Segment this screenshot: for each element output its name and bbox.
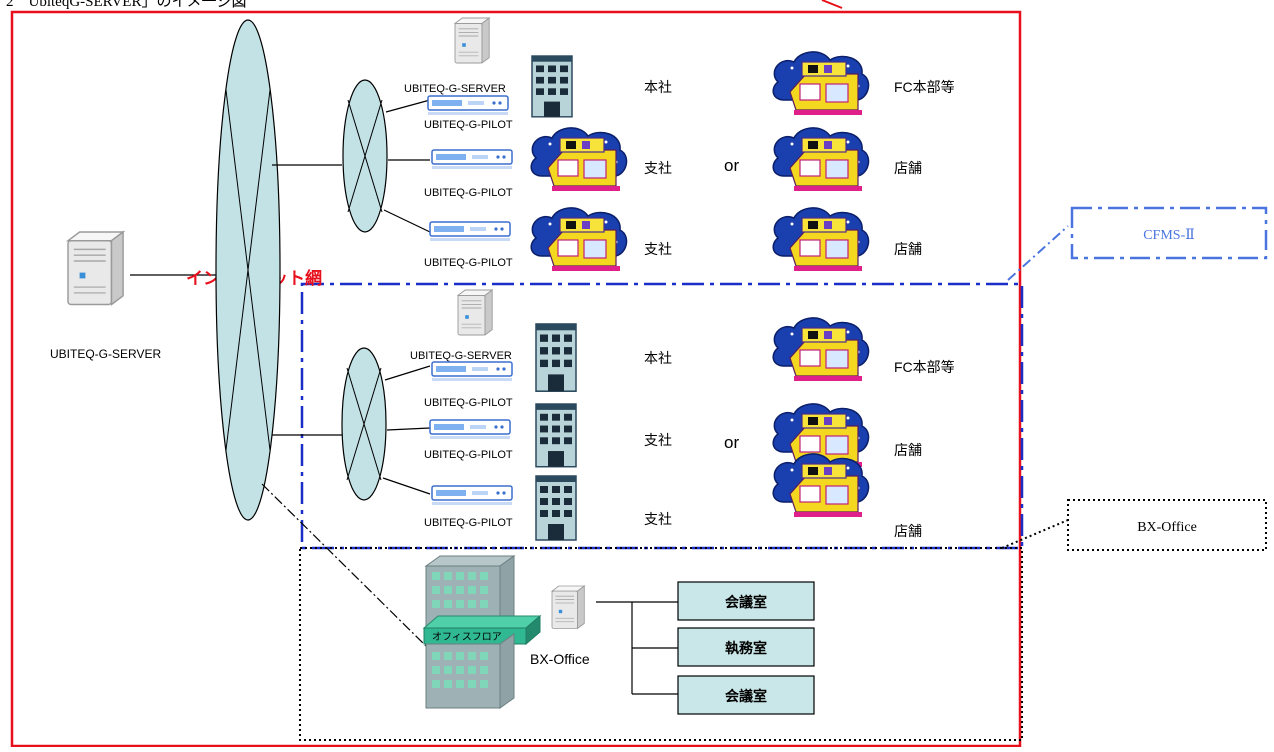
bx-office-server-label: BX-Office (530, 651, 590, 667)
cfms-callout-leader (1007, 225, 1069, 281)
lower-pilot-label-2: UBITEQ-G-PILOT (424, 449, 513, 461)
lower-store-label-2: 店舗 (894, 442, 922, 458)
lower-hq-building-icon (535, 323, 577, 392)
upper-site-label-2: 支社 (644, 160, 672, 176)
upper-pilot-label-3: UBITEQ-G-PILOT (424, 257, 513, 269)
lower-pilot-label-1: UBITEQ-G-PILOT (424, 397, 513, 409)
lower-store-label-3: 店舗 (894, 523, 922, 539)
top-caption: 2 UbiteqG-SERVER」のイメ一ジ図 (6, 0, 246, 10)
upper-store-label-2: 店舗 (894, 160, 922, 176)
upper-pilot-icon-3 (429, 221, 511, 242)
lower-store-label-1: FC本部等 (894, 359, 955, 375)
caption-arrow-tail (821, 0, 843, 9)
lower-pilot-icon-2 (429, 419, 511, 440)
lower-server-label: UBITEQ-G-SERVER (410, 350, 512, 362)
lower-or-label: or (724, 433, 739, 452)
upper-branch-store-icon-2 (530, 207, 628, 272)
upper-local-cloud (342, 79, 388, 233)
room-label-2: 執務室 (725, 640, 767, 656)
upper-store-label-1: FC本部等 (894, 79, 955, 95)
lower-store-icon-3 (772, 453, 870, 518)
room-box-2: 執務室 (677, 627, 815, 667)
upper-store-icon-3 (772, 207, 870, 272)
cfms-callout-label: CFMS-Ⅱ (1143, 228, 1195, 243)
upper-pilot-label-1: UBITEQ-G-PILOT (424, 119, 513, 131)
upper-server-label: UBITEQ-G-SERVER (404, 83, 506, 95)
upper-site-label-1: 本社 (644, 79, 672, 95)
lower-site-label-1: 本社 (644, 350, 672, 366)
room-label-3: 会議室 (725, 688, 767, 704)
upper-pilot-icon-1 (427, 95, 509, 116)
link-internet-office (261, 483, 429, 649)
upper-branch-store-icon-1 (530, 127, 628, 192)
lower-pilot-label-3: UBITEQ-G-PILOT (424, 517, 513, 529)
room-box-1: 会議室 (677, 581, 815, 621)
internet-cloud (215, 19, 281, 521)
central-server-label: UBITEQ-G-SERVER (50, 347, 161, 361)
system-frame (10, 10, 1022, 748)
room-box-3: 会議室 (677, 675, 815, 715)
lower-pilot-icon-3 (431, 485, 513, 506)
lower-branch-building-icon-2 (535, 475, 577, 541)
upper-hq-building-icon (531, 55, 573, 118)
room-label-1: 会議室 (725, 594, 767, 610)
lower-branch-building-icon-1 (535, 403, 577, 468)
cfms-callout-box (1070, 206, 1268, 260)
lower-pilot-icon-1 (431, 361, 513, 382)
bx-office-region (299, 547, 1023, 741)
lower-store-icon-1 (772, 317, 870, 382)
bx-callout-label: BX-Office (1137, 520, 1197, 535)
cfms-region (300, 282, 1024, 550)
bx-callout-leader (1001, 519, 1069, 549)
upper-site-label-3: 支社 (644, 241, 672, 257)
upper-pilot-label-2: UBITEQ-G-PILOT (424, 187, 513, 199)
upper-pilot-icon-2 (431, 149, 513, 170)
lower-local-cloud (341, 347, 387, 501)
upper-or-label: or (724, 156, 739, 175)
upper-store-icon-1 (772, 51, 870, 116)
lower-server-icon (457, 289, 493, 336)
upper-store-icon-2 (772, 127, 870, 192)
lower-site-label-2: 支社 (644, 432, 672, 448)
lower-site-label-3: 支社 (644, 511, 672, 527)
upper-server-icon (454, 17, 490, 64)
upper-store-label-3: 店舗 (894, 241, 922, 257)
bx-office-server-icon (551, 585, 585, 629)
central-server-icon (67, 231, 124, 306)
office-building-icon (422, 555, 542, 709)
bx-callout-box (1067, 499, 1267, 551)
office-floor-label: オフィスフロア (432, 631, 502, 643)
